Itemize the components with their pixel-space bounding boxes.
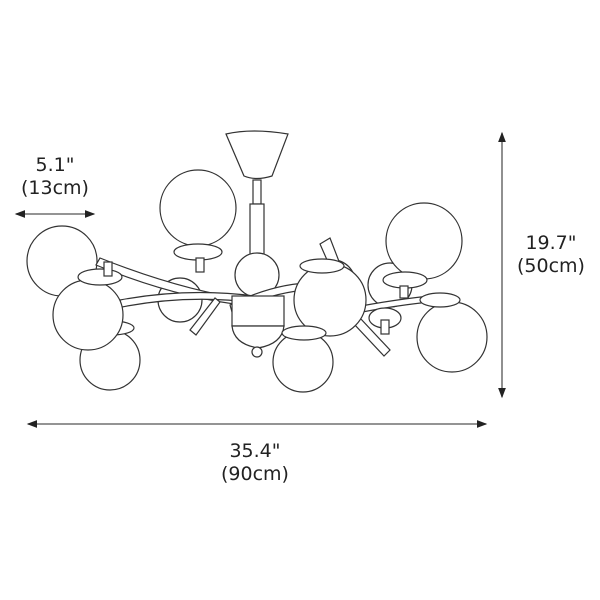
- height-label: 19.7" (50cm): [506, 232, 596, 278]
- height-inches: 19.7": [525, 232, 577, 254]
- width-inches: 35.4": [229, 440, 281, 462]
- ceiling-canopy: [225, 130, 289, 180]
- height-cm: (50cm): [517, 255, 585, 277]
- globe-diameter-label: 5.1" (13cm): [14, 154, 96, 200]
- width-label: 35.4" (90cm): [210, 440, 300, 486]
- globe-diameter-inches: 5.1": [35, 154, 75, 176]
- width-cm: (90cm): [221, 463, 289, 485]
- globe-diameter-cm: (13cm): [21, 177, 89, 199]
